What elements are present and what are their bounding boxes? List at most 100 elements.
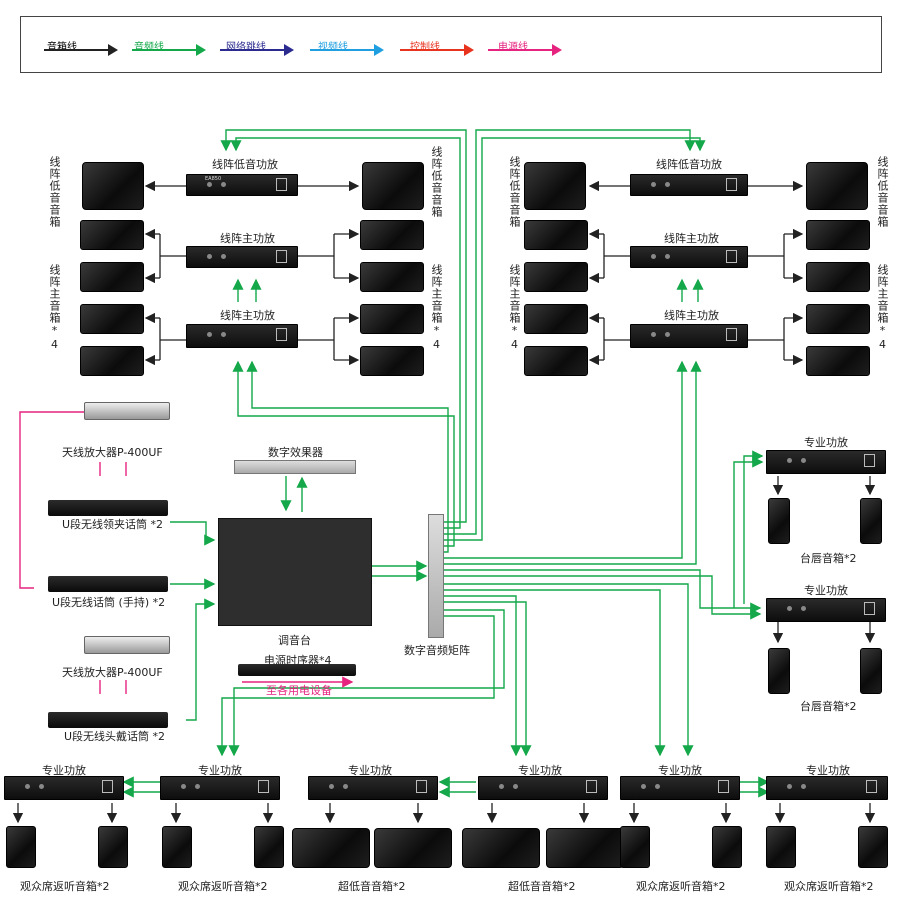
monitor-speaker-7 xyxy=(766,826,796,868)
monitor-speaker-label-2: 观众席返听音箱*2 xyxy=(178,880,268,893)
main-speaker-right-label: 线阵主音箱*4 xyxy=(508,264,521,352)
main-speaker-r7 xyxy=(806,304,870,334)
low-amp-left-label: 线阵低音功放 xyxy=(212,158,278,171)
mixer xyxy=(218,518,372,626)
main-speaker-r3 xyxy=(524,304,588,334)
main-speaker-l7 xyxy=(360,304,424,334)
main-amp-left-2-label: 线阵主功放 xyxy=(220,309,275,322)
main-speaker-right-b-label: 线阵主音箱*4 xyxy=(876,264,889,352)
effects-label: 数字效果器 xyxy=(268,446,323,459)
antenna-amp-bottom xyxy=(84,636,170,654)
low-amp-right xyxy=(630,174,748,196)
low-speaker-right-a xyxy=(524,162,586,210)
sub-speaker-2 xyxy=(374,828,452,868)
main-speaker-l6 xyxy=(360,262,424,292)
stage-amp-2 xyxy=(766,598,886,622)
bottom-amp-6 xyxy=(766,776,888,800)
main-speaker-l1 xyxy=(80,220,144,250)
main-amp-left-1-label: 线阵主功放 xyxy=(220,232,275,245)
legend-speaker-cable: 音箱线 xyxy=(47,42,77,53)
sequencer-label: 电源时序器*4 xyxy=(264,654,332,667)
main-amp-right-1-label: 线阵主功放 xyxy=(664,232,719,245)
bottom-amp-6-label: 专业功放 xyxy=(806,764,850,777)
main-speaker-l3 xyxy=(80,304,144,334)
bottom-amp-1-label: 专业功放 xyxy=(42,764,86,777)
main-speaker-l2 xyxy=(80,262,144,292)
monitor-speaker-label-3: 观众席返听音箱*2 xyxy=(636,880,726,893)
to-power-label: 至各用电设备 xyxy=(266,684,332,697)
stage-amp-1 xyxy=(766,450,886,474)
headset-receiver xyxy=(48,712,168,728)
power-sequencer xyxy=(238,664,356,676)
main-speaker-r6 xyxy=(806,262,870,292)
stage-amp-1-label: 专业功放 xyxy=(804,436,848,449)
stage-speaker-label-2: 台唇音箱*2 xyxy=(800,700,857,713)
monitor-speaker-2 xyxy=(98,826,128,868)
main-speaker-r5 xyxy=(806,220,870,250)
main-amp-right-2-label: 线阵主功放 xyxy=(664,309,719,322)
low-speaker-left-a xyxy=(82,162,144,210)
sub-speaker-label-1: 超低音音箱*2 xyxy=(338,880,406,893)
main-speaker-l5 xyxy=(360,220,424,250)
low-speaker-left-b xyxy=(362,162,424,210)
stage-amp-2-label: 专业功放 xyxy=(804,584,848,597)
low-speaker-left-b-label: 线阵低音音箱 xyxy=(430,146,443,218)
bottom-amp-3 xyxy=(308,776,438,800)
sub-speaker-label-2: 超低音音箱*2 xyxy=(508,880,576,893)
sub-speaker-1 xyxy=(292,828,370,868)
stage-speaker-2 xyxy=(860,498,882,544)
stage-speaker-4 xyxy=(860,648,882,694)
legend-video-cable: 视频线 xyxy=(318,42,348,53)
monitor-speaker-label-4: 观众席返听音箱*2 xyxy=(784,880,874,893)
main-amp-right-2 xyxy=(630,324,748,348)
sub-speaker-4 xyxy=(546,828,624,868)
bottom-amp-3-label: 专业功放 xyxy=(348,764,392,777)
antenna-amp-top xyxy=(84,402,170,420)
headset-label: U段无线头戴话筒 *2 xyxy=(64,730,166,743)
bottom-amp-5 xyxy=(620,776,740,800)
handheld-label: U段无线话筒 (手持) *2 xyxy=(52,596,166,609)
stage-speaker-1 xyxy=(768,498,790,544)
antenna-amp-top-label: 天线放大器P-400UF xyxy=(62,446,163,459)
legend-network-cable: 网络跳线 xyxy=(226,42,266,53)
amp-badge: EA850 xyxy=(205,176,222,182)
sub-speaker-3 xyxy=(462,828,540,868)
bottom-amp-2 xyxy=(160,776,280,800)
monitor-speaker-6 xyxy=(712,826,742,868)
bottom-amp-4 xyxy=(478,776,608,800)
mixer-label: 调音台 xyxy=(278,634,311,647)
handheld-receiver xyxy=(48,576,168,592)
legend-control-cable: 控制线 xyxy=(410,42,440,53)
low-speaker-right-b-label: 线阵低音音箱 xyxy=(876,156,889,228)
main-speaker-r2 xyxy=(524,262,588,292)
low-speaker-right-label: 线阵低音音箱 xyxy=(508,156,521,228)
main-speaker-r1 xyxy=(524,220,588,250)
low-speaker-left-label: 线阵低音音箱 xyxy=(48,156,61,228)
main-amp-left-2 xyxy=(186,324,298,348)
low-amp-left: EA850 xyxy=(186,174,298,196)
main-speaker-l8 xyxy=(360,346,424,376)
monitor-speaker-1 xyxy=(6,826,36,868)
legend-audio-cable: 音频线 xyxy=(134,42,164,53)
antenna-amp-bottom-label: 天线放大器P-400UF xyxy=(62,666,163,679)
main-speaker-r4 xyxy=(524,346,588,376)
matrix-label: 数字音频矩阵 xyxy=(404,644,470,657)
monitor-speaker-5 xyxy=(620,826,650,868)
main-amp-left-1 xyxy=(186,246,298,268)
bottom-amp-1 xyxy=(4,776,124,800)
legend-power-cable: 电源线 xyxy=(498,42,528,53)
main-amp-right-1 xyxy=(630,246,748,268)
low-speaker-right-b xyxy=(806,162,868,210)
monitor-speaker-3 xyxy=(162,826,192,868)
main-speaker-left-b-label: 线阵主音箱*4 xyxy=(430,264,443,352)
stage-speaker-3 xyxy=(768,648,790,694)
legend: 音箱线 音频线 网络跳线 视频线 控制线 电源线 xyxy=(20,16,882,73)
main-speaker-r8 xyxy=(806,346,870,376)
lavalier-label: U段无线领夹话筒 *2 xyxy=(62,518,164,531)
stage-speaker-label-1: 台唇音箱*2 xyxy=(800,552,857,565)
monitor-speaker-label-1: 观众席返听音箱*2 xyxy=(20,880,110,893)
audio-matrix xyxy=(428,514,444,638)
monitor-speaker-8 xyxy=(858,826,888,868)
